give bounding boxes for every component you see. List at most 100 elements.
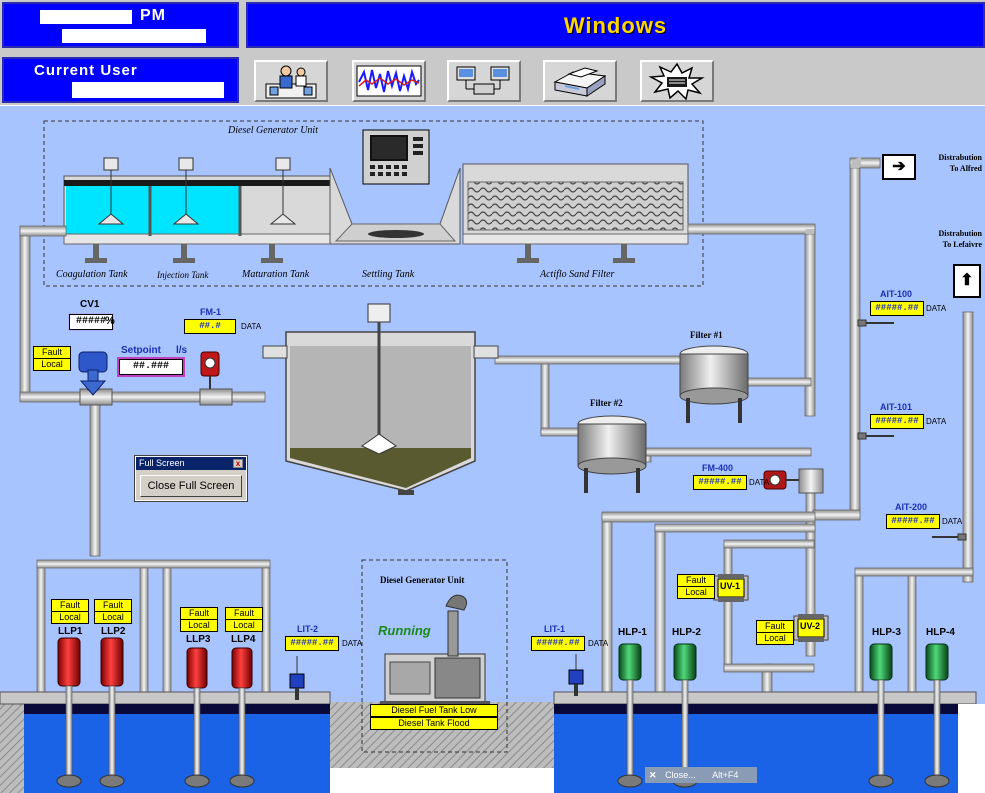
time-field — [40, 10, 132, 24]
settling-tank-label: Settling Tank — [362, 269, 415, 280]
diesel-tank-flood-alarm: Diesel Tank Flood — [370, 717, 498, 730]
distribution-lefaivre-line2: To Lefaivre — [942, 240, 982, 249]
hlp2-tag[interactable]: HLP-2 — [672, 627, 701, 638]
printer-icon — [553, 67, 607, 97]
llp1-tag[interactable]: LLP1 — [58, 626, 83, 637]
close-tooltip-shortcut: Alt+F4 — [712, 770, 739, 780]
process-graphic: Diesel Generator Unit Coagulation Tank I… — [0, 106, 985, 793]
ait101-value: #####.## — [870, 414, 924, 429]
distribution-lefaivre-label: Distrabution To Lefaivre — [920, 228, 982, 250]
ait200-tag: AIT-200 — [895, 502, 928, 512]
cv1-value: ##### — [68, 313, 114, 331]
diesel-fuel-low-alarm: Diesel Fuel Tank Low — [370, 704, 498, 717]
llp4-local: Local — [233, 620, 255, 630]
time-ampm: PM — [140, 7, 166, 24]
filter-2-graphic — [577, 415, 647, 493]
page-title: Windows — [563, 13, 668, 38]
filter-1-label: Filter #1 — [690, 330, 723, 340]
hlp4-tag[interactable]: HLP-4 — [926, 627, 955, 638]
distribution-lefaivre-line1: Distrabution — [938, 229, 982, 238]
llp2-tag[interactable]: LLP2 — [101, 626, 126, 637]
close-icon: ✕ — [649, 770, 657, 780]
alarm-icon — [648, 62, 705, 101]
alarm-button[interactable] — [640, 60, 714, 102]
current-user-panel: Current User — [2, 57, 239, 103]
close-tooltip-label: Close... — [665, 770, 696, 780]
ait101-unit: DATA — [926, 417, 947, 426]
fm1-unit: DATA — [241, 322, 262, 331]
distribution-alfred-button[interactable]: ➔ — [882, 154, 916, 180]
uv2-tag: UV-2 — [800, 621, 821, 631]
maturation-tank-label: Maturation Tank — [242, 269, 310, 280]
ait100-value: #####.## — [870, 301, 924, 316]
network-button[interactable] — [447, 60, 521, 102]
lit2-unit: DATA — [342, 639, 363, 648]
llp1-local: Local — [59, 612, 81, 622]
uv2-fault: Fault — [757, 621, 793, 633]
uv1-tag: UV-1 — [720, 581, 741, 591]
setpoint-value[interactable]: ##.### — [117, 357, 185, 377]
close-tooltip[interactable]: ✕ Close... Alt+F4 — [645, 767, 757, 783]
network-icon — [456, 66, 510, 95]
process-drawing — [0, 120, 985, 793]
cv1-status: Fault Local — [33, 346, 71, 371]
uv1-local: Local — [685, 587, 707, 597]
llp1-fault: Fault — [52, 600, 88, 612]
lit1-tag: LIT-1 — [544, 624, 566, 634]
distribution-alfred-line1: Distrabution — [938, 153, 982, 162]
ait101-tag: AIT-101 — [880, 402, 913, 412]
date-field — [62, 29, 206, 43]
fm400-tag: FM-400 — [702, 463, 734, 473]
injection-tank-label: Injection Tank — [157, 270, 209, 280]
diesel-unit-top-label: Diesel Generator Unit — [228, 125, 318, 136]
lit1-value: #####.## — [531, 636, 585, 651]
llp3-local: Local — [188, 620, 210, 630]
cv1-fault: Fault — [34, 347, 70, 359]
operators-button[interactable] — [254, 60, 328, 102]
current-user-field — [72, 82, 224, 98]
lit1-unit: DATA — [588, 639, 609, 648]
cv1-local: Local — [41, 359, 63, 369]
cv1-unit: % — [105, 315, 115, 327]
hlp3-tag[interactable]: HLP-3 — [872, 627, 901, 638]
filter-2-label: Filter #2 — [590, 398, 623, 408]
ait200-unit: DATA — [942, 517, 963, 526]
uv1-status: Fault Local — [677, 574, 715, 599]
distribution-lefaivre-button[interactable]: ⬆ — [953, 264, 981, 298]
operators-icon — [265, 65, 317, 99]
sand-filter-label: Actiflo Sand Filter — [540, 269, 615, 280]
uv2-status: Fault Local — [756, 620, 794, 645]
full-screen-dialog-title: Full Screen — [136, 457, 246, 470]
printer-button[interactable] — [543, 60, 617, 102]
diesel-unit-frame-top — [43, 120, 704, 287]
ait100-unit: DATA — [926, 304, 947, 313]
llp3-tag[interactable]: LLP3 — [186, 634, 211, 645]
fm1-tag: FM-1 — [200, 307, 221, 317]
uv2-local: Local — [764, 633, 786, 643]
title-panel: Windows — [246, 2, 985, 48]
cv1-tag: CV1 — [80, 299, 100, 310]
header-bar: PM Windows Current User — [0, 0, 985, 105]
full-screen-dialog-close-button[interactable]: x — [233, 459, 243, 468]
ait100-tag: AIT-100 — [880, 289, 913, 299]
clock-panel: PM — [2, 2, 239, 48]
coagulation-tank-label: Coagulation Tank — [56, 269, 128, 280]
current-user-label: Current User — [34, 62, 138, 79]
uv1-fault: Fault — [678, 575, 714, 587]
llp4-tag[interactable]: LLP4 — [231, 634, 256, 645]
distribution-alfred-label: Distrabution To Alfred — [920, 152, 982, 174]
lit2-value: #####.## — [285, 636, 339, 651]
llp2-local: Local — [102, 612, 124, 622]
trend-icon — [356, 65, 422, 97]
trend-button[interactable] — [352, 60, 426, 102]
setpoint-unit: l/s — [176, 345, 188, 356]
hlp1-tag[interactable]: HLP-1 — [618, 627, 647, 638]
diesel-running-status: Running — [378, 623, 431, 638]
close-full-screen-button[interactable]: Close Full Screen — [140, 475, 242, 497]
setpoint-label: Setpoint — [121, 345, 161, 356]
llp2-fault: Fault — [95, 600, 131, 612]
fm400-unit: DATA — [749, 478, 770, 487]
